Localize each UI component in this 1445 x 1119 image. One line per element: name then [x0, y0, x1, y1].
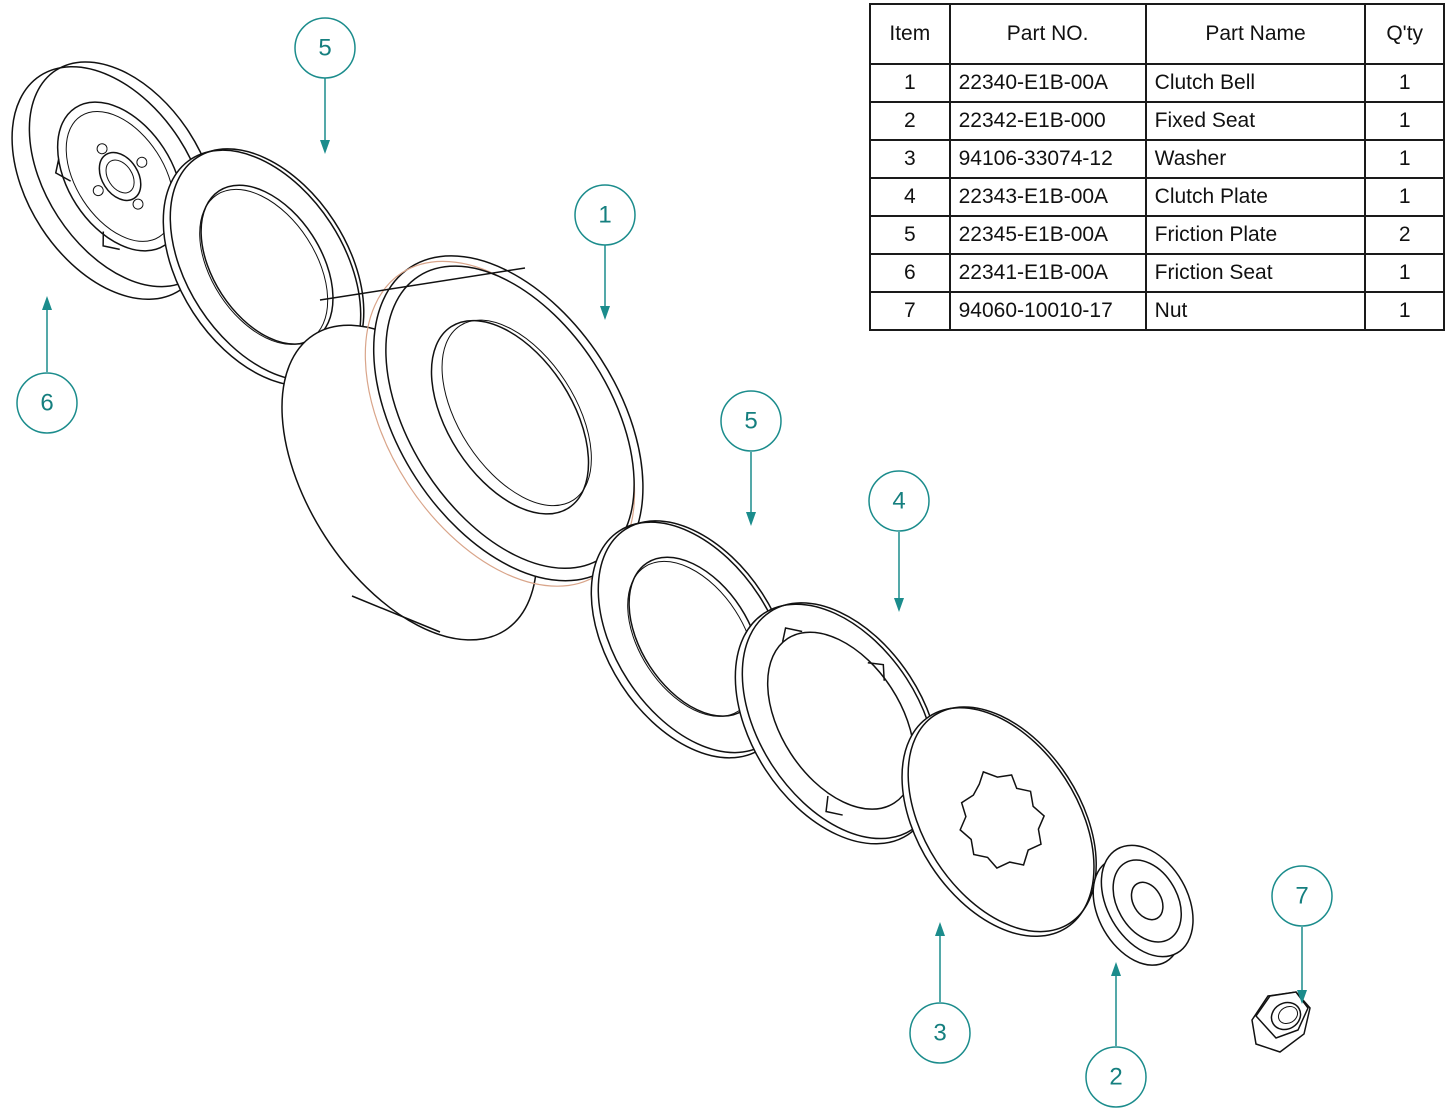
callout-balloon-5-upper: 5 [294, 17, 356, 79]
callout-leaders [42, 78, 1307, 1046]
cell-part-no: 22343-E1B-00A [948, 177, 1147, 217]
table-row: 1 22340-E1B-00A Clutch Bell 1 [869, 63, 1445, 103]
cell-qty: 2 [1364, 215, 1445, 255]
cell-part-name: Friction Seat [1144, 253, 1367, 293]
cell-part-no: 22341-E1B-00A [948, 253, 1147, 293]
cell-part-name: Friction Plate [1144, 215, 1367, 255]
clutch-plate-part [734, 602, 941, 845]
parts-list-table: Item Part NO. Part Name Q'ty 1 22340-E1B… [869, 3, 1445, 331]
friction-plate-upper-part [162, 148, 365, 387]
callout-balloon-5-lower: 5 [720, 390, 782, 452]
clutch-bell-part [281, 255, 644, 641]
svg-text:7: 7 [1295, 883, 1308, 910]
callout-balloon-3: 3 [909, 1002, 971, 1064]
cell-qty: 1 [1364, 291, 1445, 331]
cell-part-no: 94106-33074-12 [948, 139, 1147, 179]
svg-text:4: 4 [892, 488, 905, 515]
cell-item: 5 [869, 215, 951, 255]
table-row: 5 22345-E1B-00A Friction Plate 2 [869, 215, 1445, 255]
nut-part [1251, 991, 1311, 1053]
callout-balloon-2: 2 [1085, 1046, 1147, 1108]
cell-part-name: Fixed Seat [1144, 101, 1367, 141]
fixed-seat-part [1092, 844, 1194, 966]
cell-qty: 1 [1364, 253, 1445, 293]
cell-qty: 1 [1364, 139, 1445, 179]
header-part-name: Part Name [1144, 3, 1367, 65]
cell-part-name: Clutch Bell [1144, 63, 1367, 103]
table-row: 2 22342-E1B-000 Fixed Seat 1 [869, 101, 1445, 141]
cell-part-no: 22342-E1B-000 [948, 101, 1147, 141]
svg-text:2: 2 [1109, 1064, 1122, 1091]
table-header-row: Item Part NO. Part Name Q'ty [869, 3, 1445, 65]
cell-part-no: 22340-E1B-00A [948, 63, 1147, 103]
cell-qty: 1 [1364, 101, 1445, 141]
friction-seat-part [11, 61, 219, 301]
table-row: 6 22341-E1B-00A Friction Seat 1 [869, 253, 1445, 293]
table-row: 3 94106-33074-12 Washer 1 [869, 139, 1445, 179]
header-qty: Q'ty [1364, 3, 1445, 65]
cell-item: 6 [869, 253, 951, 293]
svg-text:3: 3 [933, 1020, 946, 1047]
cell-part-name: Washer [1144, 139, 1367, 179]
header-part-no: Part NO. [948, 3, 1147, 65]
cell-item: 7 [869, 291, 951, 331]
cell-part-name: Nut [1144, 291, 1367, 331]
cell-part-name: Clutch Plate [1144, 177, 1367, 217]
svg-text:6: 6 [40, 390, 53, 417]
header-item: Item [869, 3, 951, 65]
callout-balloon-4: 4 [868, 470, 930, 532]
cell-item: 3 [869, 139, 951, 179]
callout-balloon-7: 7 [1271, 865, 1333, 927]
table-row: 4 22343-E1B-00A Clutch Plate 1 [869, 177, 1445, 217]
table-row: 7 94060-10010-17 Nut 1 [869, 291, 1445, 331]
cell-qty: 1 [1364, 177, 1445, 217]
cell-item: 2 [869, 101, 951, 141]
svg-text:1: 1 [598, 202, 611, 229]
callout-balloon-1: 1 [574, 184, 636, 246]
callout-balloon-6: 6 [16, 372, 78, 434]
cell-part-no: 22345-E1B-00A [948, 215, 1147, 255]
cell-item: 4 [869, 177, 951, 217]
svg-text:5: 5 [318, 35, 331, 62]
cell-part-no: 94060-10010-17 [948, 291, 1147, 331]
svg-text:5: 5 [744, 408, 757, 435]
cell-qty: 1 [1364, 63, 1445, 103]
cell-item: 1 [869, 63, 951, 103]
washer-part [901, 706, 1097, 938]
